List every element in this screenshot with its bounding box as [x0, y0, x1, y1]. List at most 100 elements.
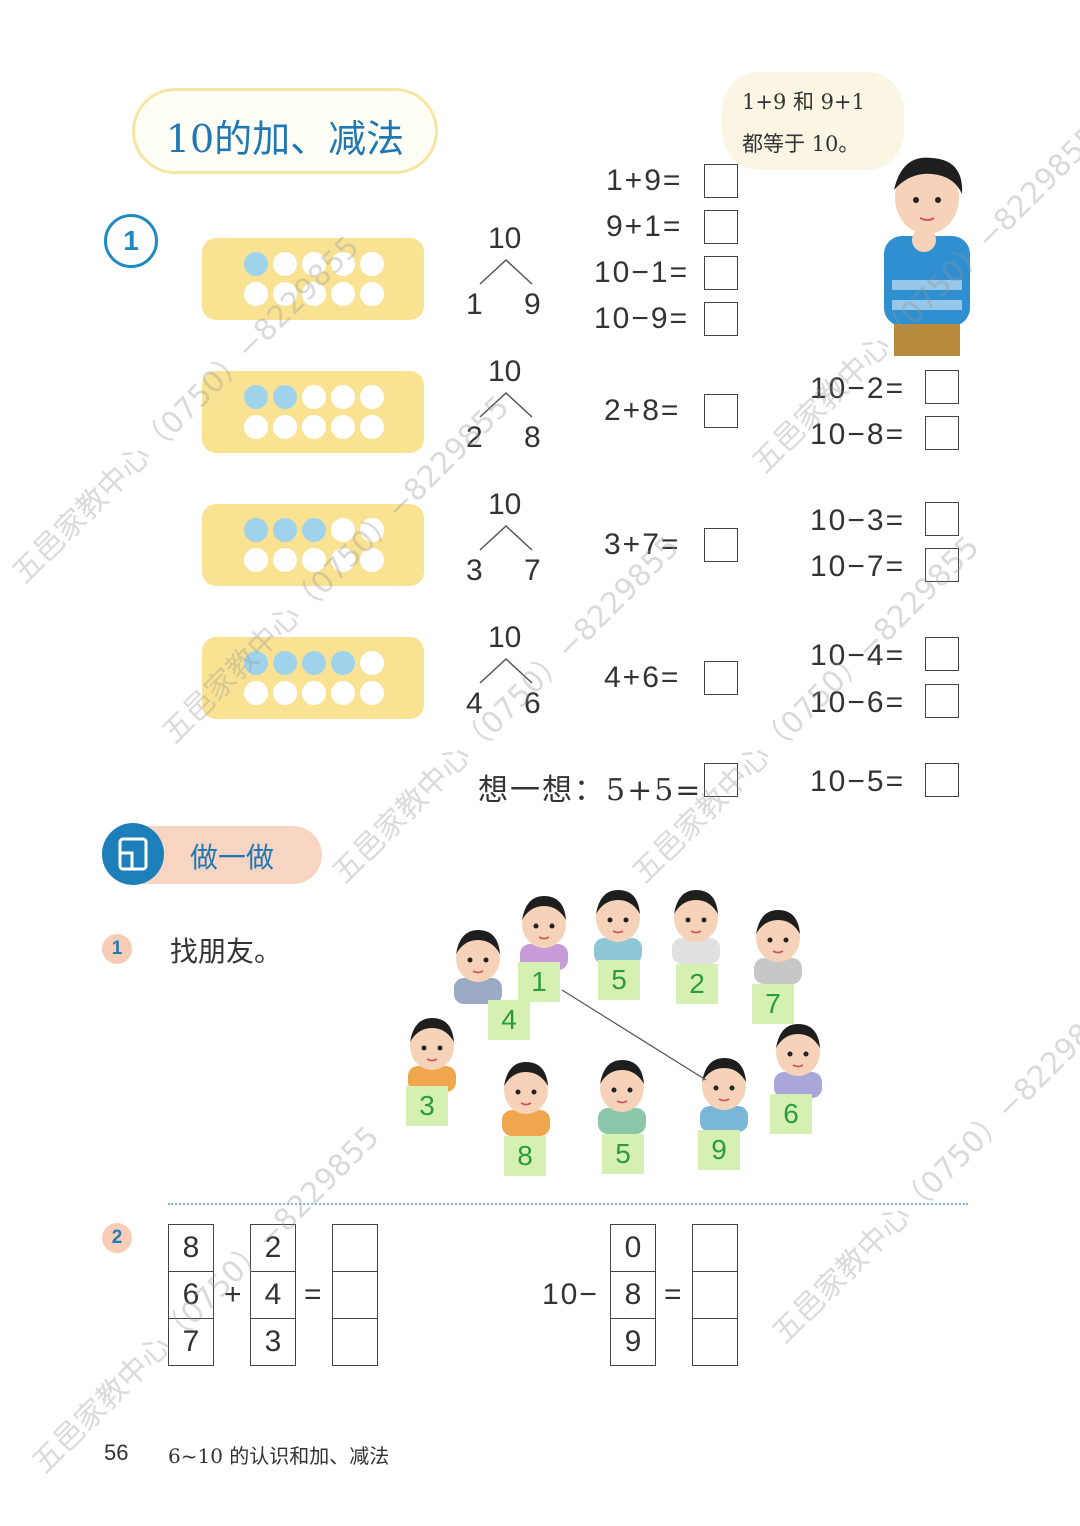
ten-frame [202, 371, 424, 453]
page-title: 10的加、减法 [165, 117, 405, 161]
cell: 9 [624, 1325, 642, 1358]
number-tag[interactable]: 2 [676, 964, 718, 1004]
counter-white [331, 548, 355, 572]
number-tag[interactable]: 8 [504, 1136, 546, 1176]
think-prompt: 想一想：5+5= [478, 773, 703, 808]
counter-blue [273, 518, 297, 542]
answer-box[interactable] [704, 164, 738, 198]
number-tag[interactable]: 5 [602, 1134, 644, 1174]
example-number-badge: 1 [104, 214, 158, 268]
number-tag[interactable]: 9 [698, 1130, 740, 1170]
answer-cell[interactable] [333, 1272, 377, 1319]
boy-thinking-illustration [884, 157, 970, 356]
counter-white [331, 518, 355, 542]
tree-right: 6 [524, 687, 541, 720]
counter-white [360, 415, 384, 439]
counter-white [273, 681, 297, 705]
number-tag[interactable]: 5 [598, 960, 640, 1000]
equation: 10−5= [810, 765, 906, 798]
cell: 7 [182, 1325, 200, 1358]
answer-column[interactable] [692, 1224, 738, 1366]
number-tag[interactable]: 1 [518, 962, 560, 1002]
title-pill [132, 88, 438, 174]
answer-cell[interactable] [693, 1319, 737, 1365]
counter-white [273, 252, 297, 276]
equation: 10−2= [810, 372, 906, 405]
ten-frame [202, 238, 424, 320]
equation: 10−6= [810, 686, 906, 719]
cell: 8 [611, 1272, 655, 1319]
child-illustration [520, 896, 568, 970]
counter-blue [273, 651, 297, 675]
cell: 4 [251, 1272, 295, 1319]
answer-box[interactable] [704, 528, 738, 562]
answer-box[interactable] [925, 684, 959, 718]
question-text: 找朋友。 [170, 935, 283, 968]
bubble-line-2: 都等于 10。 [742, 132, 860, 156]
answer-box[interactable] [704, 763, 738, 797]
counter-white [244, 681, 268, 705]
answer-cell[interactable] [693, 1272, 737, 1319]
cell: 0 [611, 1225, 655, 1272]
answer-box[interactable] [925, 548, 959, 582]
counter-white [331, 681, 355, 705]
question-number-badge: 2 [102, 1223, 132, 1253]
cell: 2 [251, 1225, 295, 1272]
answer-box[interactable] [925, 637, 959, 671]
child-illustration [594, 890, 642, 964]
counter-blue [244, 385, 268, 409]
answer-cell[interactable] [333, 1225, 377, 1272]
counter-white [273, 548, 297, 572]
number-tag[interactable]: 6 [770, 1094, 812, 1134]
answer-box[interactable] [704, 210, 738, 244]
ten-frame [202, 504, 424, 586]
answer-box[interactable] [704, 302, 738, 336]
tree-branches [479, 657, 533, 684]
counter-white [302, 282, 326, 306]
counter-blue [302, 651, 326, 675]
answer-cell[interactable] [333, 1319, 377, 1365]
practice-icon [102, 823, 164, 885]
equation: 10−8= [810, 418, 906, 451]
answer-box[interactable] [925, 370, 959, 404]
counter-blue [273, 385, 297, 409]
plus-sign: + [224, 1278, 244, 1311]
addend-column-2: 2 4 3 [250, 1224, 296, 1366]
counter-white [331, 385, 355, 409]
counter-white [302, 681, 326, 705]
number-tag[interactable]: 4 [488, 1000, 530, 1040]
answer-box[interactable] [704, 661, 738, 695]
tree-right: 7 [524, 554, 541, 587]
answer-box[interactable] [704, 394, 738, 428]
equation: 10−4= [810, 639, 906, 672]
counter-white [331, 282, 355, 306]
child-illustration [754, 910, 802, 984]
equation: 3+7= [604, 528, 681, 561]
answer-box[interactable] [925, 416, 959, 450]
equation: 10−9= [594, 302, 690, 335]
answer-column[interactable] [332, 1224, 378, 1366]
section-title: 做一做 [190, 841, 275, 874]
child-illustration [454, 930, 502, 1004]
answer-cell[interactable] [693, 1225, 737, 1272]
equation: 1+9= [606, 164, 683, 197]
counter-blue [302, 518, 326, 542]
number-tag[interactable]: 7 [752, 984, 794, 1024]
answer-box[interactable] [704, 256, 738, 290]
equation: 4+6= [604, 661, 681, 694]
counter-white [360, 518, 384, 542]
equation: 10−7= [810, 550, 906, 583]
dotted-divider [168, 1203, 968, 1205]
equation: 2+8= [604, 394, 681, 427]
answer-box[interactable] [925, 502, 959, 536]
addend-column-1: 8 6 7 [168, 1224, 214, 1366]
tree-branches [479, 258, 533, 285]
answer-box[interactable] [925, 763, 959, 797]
equals-sign: = [664, 1278, 684, 1311]
number-tag[interactable]: 3 [406, 1086, 448, 1126]
chapter-title: 6~10 的认识和加、减法 [168, 1444, 390, 1468]
counter-white [360, 681, 384, 705]
tree-right: 9 [524, 288, 541, 321]
child-illustration [598, 1060, 646, 1134]
counter-white [244, 548, 268, 572]
